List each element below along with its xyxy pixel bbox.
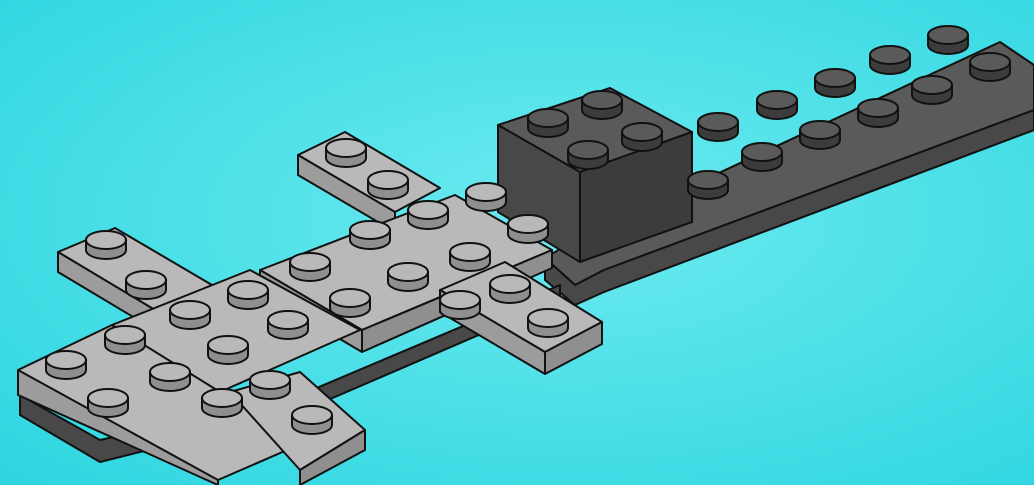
stud <box>622 123 662 151</box>
stud <box>815 69 855 97</box>
stud <box>408 201 448 229</box>
stud <box>858 99 898 127</box>
stud <box>528 309 568 337</box>
stud <box>170 301 210 329</box>
stud <box>326 139 366 167</box>
stud <box>970 53 1010 81</box>
stud <box>528 109 568 137</box>
stud <box>568 141 608 169</box>
stud <box>450 243 490 271</box>
stud <box>228 281 268 309</box>
stud <box>292 406 332 434</box>
stud <box>250 371 290 399</box>
stud <box>912 76 952 104</box>
stud <box>350 221 390 249</box>
stud <box>268 311 308 339</box>
stud <box>46 351 86 379</box>
stud <box>202 389 242 417</box>
stud <box>86 231 126 259</box>
stud <box>368 171 408 199</box>
stud <box>688 171 728 199</box>
stud <box>150 363 190 391</box>
stud <box>870 46 910 74</box>
stud <box>698 113 738 141</box>
stud <box>290 253 330 281</box>
stud <box>800 121 840 149</box>
stud <box>208 336 248 364</box>
stud <box>466 183 506 211</box>
stud <box>757 91 797 119</box>
stud <box>88 389 128 417</box>
stud <box>330 289 370 317</box>
stud <box>928 26 968 54</box>
stud <box>490 275 530 303</box>
stud <box>508 215 548 243</box>
stud <box>440 291 480 319</box>
stud <box>388 263 428 291</box>
stud <box>742 143 782 171</box>
stud <box>126 271 166 299</box>
stud <box>105 326 145 354</box>
stud <box>582 91 622 119</box>
